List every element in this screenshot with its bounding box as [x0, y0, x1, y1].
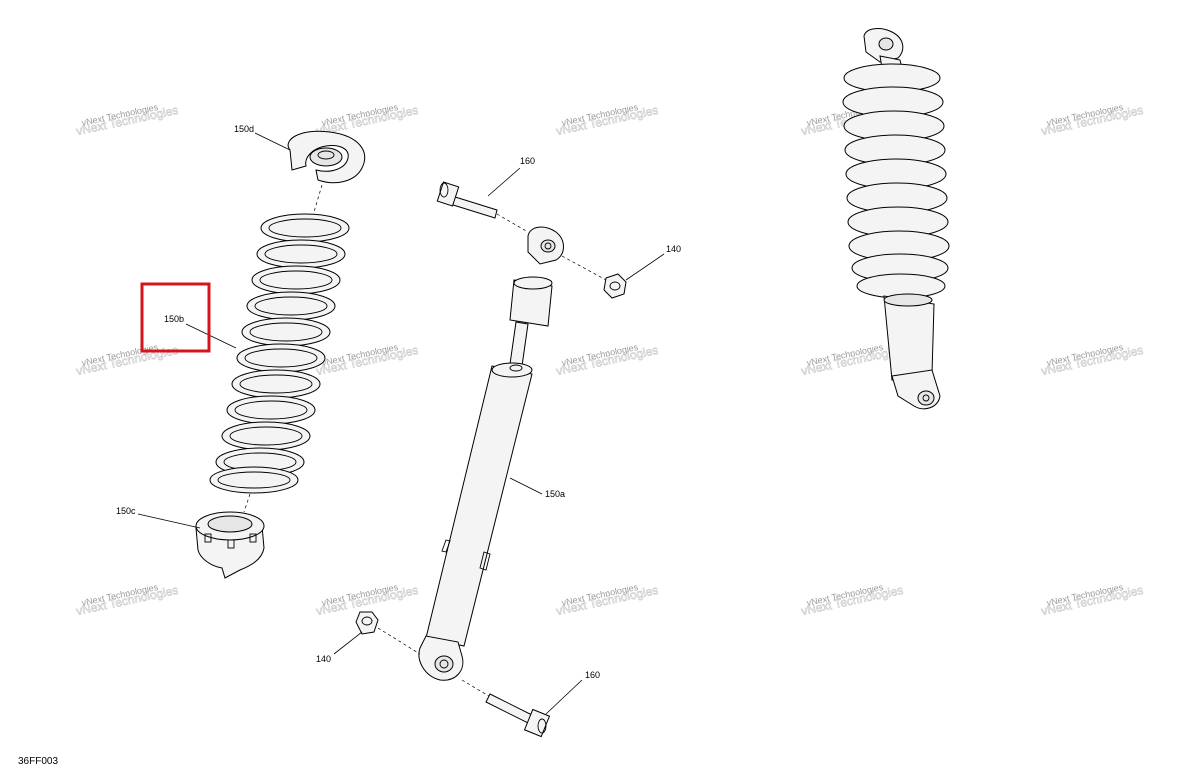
- assembly-axis-spring: [313, 184, 323, 213]
- part-140-nut-top[interactable]: [603, 273, 627, 299]
- leader-160-top: [487, 167, 521, 197]
- leader-150a: [509, 477, 543, 495]
- part-160-bolt-bottom[interactable]: [485, 693, 551, 738]
- bolt-axis-top: [496, 213, 529, 233]
- callout-150d[interactable]: 150d: [234, 124, 254, 134]
- leader-160-bottom: [545, 679, 583, 715]
- callout-160-bottom[interactable]: 160: [585, 670, 600, 680]
- nut-axis-bottom: [377, 627, 421, 655]
- callout-150c[interactable]: 150c: [116, 506, 136, 516]
- leader-140-bottom: [333, 631, 363, 655]
- leader-140-top: [625, 253, 665, 281]
- assembled-shock-view: [842, 28, 950, 410]
- leader-150c: [137, 513, 201, 529]
- part-140-nut-bottom[interactable]: [355, 611, 379, 635]
- nut-axis-top: [561, 255, 607, 281]
- callout-160-top[interactable]: 160: [520, 156, 535, 166]
- part-150a-shock-absorber[interactable]: [418, 226, 564, 681]
- callout-140-bottom[interactable]: 140: [316, 654, 331, 664]
- part-160-bolt-top[interactable]: [436, 181, 498, 219]
- leader-150d: [254, 132, 291, 151]
- callout-150a[interactable]: 150a: [545, 489, 565, 499]
- callout-highlight-box: [140, 282, 211, 353]
- part-150b-coil-spring[interactable]: [209, 213, 350, 494]
- assembly-axis-seat: [243, 493, 251, 513]
- figure-code: 36FF003: [18, 756, 58, 767]
- bolt-axis-bottom: [461, 679, 493, 699]
- callout-140-top[interactable]: 140: [666, 244, 681, 254]
- leader-150b: [185, 323, 237, 349]
- part-150d-spring-retainer[interactable]: [287, 130, 366, 184]
- part-150c-spring-seat[interactable]: [195, 511, 265, 579]
- callout-150b[interactable]: 150b: [164, 314, 184, 324]
